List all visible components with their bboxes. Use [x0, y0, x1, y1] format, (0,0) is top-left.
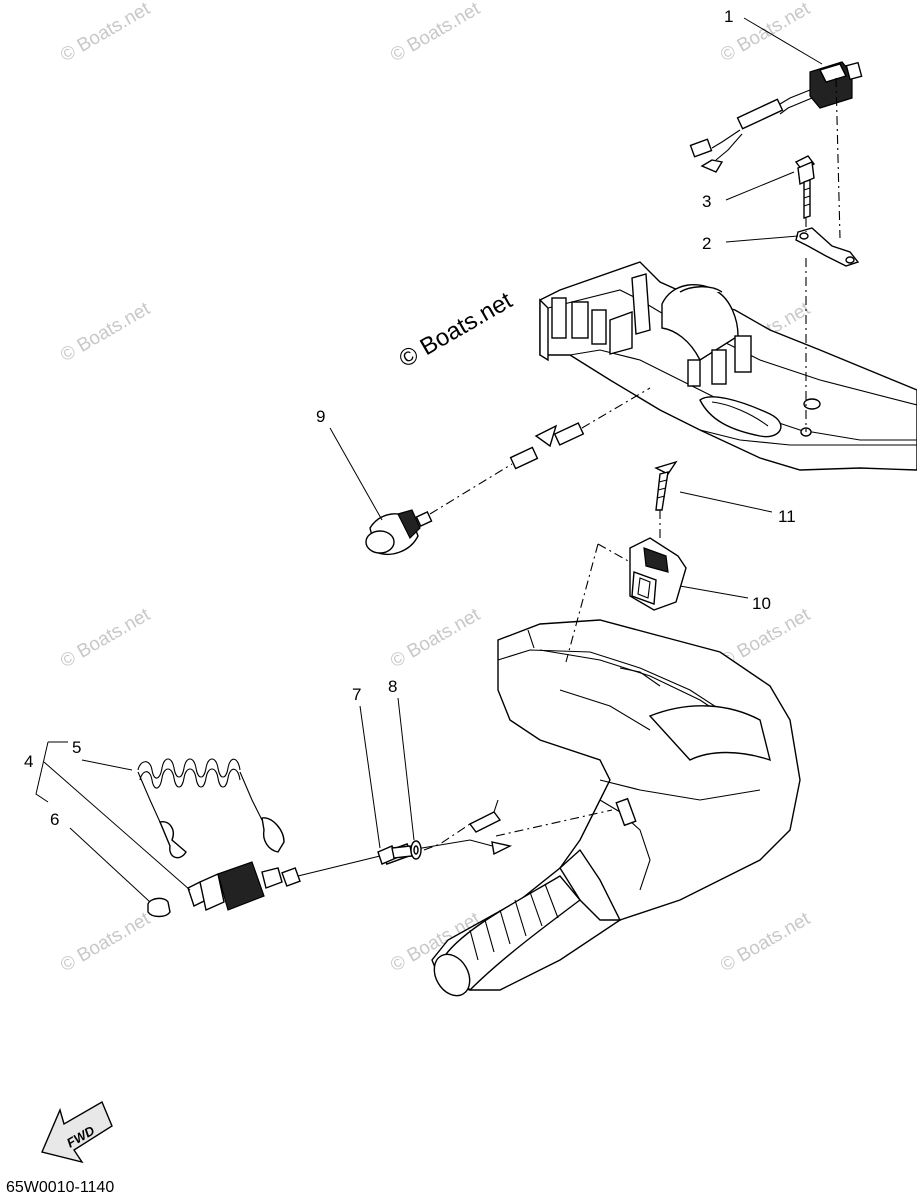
tiller-handle [431, 619, 801, 997]
callout-1: 1 [724, 7, 733, 26]
watermark: © Boats.net [387, 0, 484, 66]
callout-9: 9 [316, 407, 325, 426]
main-watermark: © Boats.net [395, 287, 518, 373]
watermark: © Boats.net [387, 604, 484, 672]
part-3-bolt [794, 155, 816, 219]
callout-7: 7 [352, 685, 361, 704]
part-6-cap [147, 897, 171, 918]
part-10-holder [629, 537, 687, 611]
callout-11: 11 [778, 507, 796, 526]
callout-4: 4 [24, 752, 33, 771]
part-1-engine-stop-switch [689, 61, 863, 173]
watermark: © Boats.net [57, 0, 154, 66]
part-7-bolt [377, 845, 413, 865]
part-8-washer [410, 840, 422, 860]
watermark: © Boats.net [57, 298, 154, 366]
watermark: © Boats.net [57, 604, 154, 672]
part-2-bracket [795, 227, 860, 267]
part-9-start-switch [365, 422, 585, 555]
cord-clip [468, 799, 502, 833]
callout-5: 5 [72, 738, 81, 757]
engine-bracket-housing [539, 261, 917, 471]
part-11-screw [654, 460, 678, 511]
fwd-direction-arrow: FWD [41, 1100, 113, 1164]
callout-leaders [35, 17, 823, 903]
callout-6: 6 [50, 810, 59, 829]
watermark: © Boats.net [57, 908, 154, 976]
part-5-lanyard [137, 758, 285, 859]
callout-10: 10 [752, 594, 771, 613]
part-4-lanyard-switch [187, 839, 513, 911]
watermark: © Boats.net [717, 908, 814, 976]
callout-3: 3 [702, 192, 711, 211]
callout-labels: 1 2 3 4 5 6 7 8 9 10 11 [24, 7, 796, 829]
diagram-code: 65W0010-1140 [6, 1179, 114, 1196]
assembly-guide-lines [423, 77, 841, 851]
callout-8: 8 [388, 677, 397, 696]
callout-2: 2 [702, 234, 711, 253]
